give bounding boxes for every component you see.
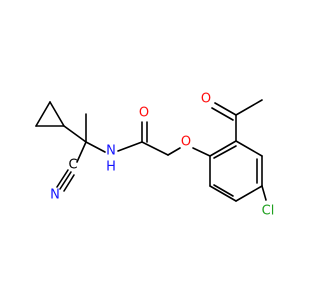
atom-amide-oxygen: O	[139, 106, 149, 121]
bond-ring-2	[235, 140, 263, 157]
atom-amide-nitrogen: N	[106, 144, 116, 159]
bond-nh-carbonyl	[117, 141, 143, 152]
bond-ring-1	[209, 140, 237, 157]
atom-labels: O O O N H C N Cl	[50, 92, 274, 219]
bond-ring-inner-3	[213, 184, 234, 197]
bond-ch2-ether-o	[167, 147, 181, 156]
bond-cyclopropyl-2	[49, 101, 65, 127]
bond-carbonyl-ch2	[141, 141, 169, 156]
bond-nitrile-triple-1	[59, 171, 72, 190]
atom-nitrile-nitrogen: N	[50, 188, 60, 203]
bond-nitrile-triple-2	[63, 174, 75, 192]
atom-nitrile-carbon: C	[68, 158, 77, 173]
bond-ether-o-ring	[192, 147, 211, 157]
bond-ring-4	[235, 185, 263, 202]
bond-ring-chlorine	[261, 185, 267, 201]
atom-acetyl-oxygen: O	[201, 92, 211, 107]
bond-acetyl-methyl	[235, 99, 263, 116]
molecule-structure: O O O N H C N Cl	[35, 92, 274, 219]
bond-ring-5	[209, 185, 237, 202]
bond-ring-inner-1	[213, 145, 237, 159]
bond-acetyl-double-1	[214, 102, 237, 116]
bond-acetyl-double-2	[211, 107, 234, 121]
bond-nitrile-triple-3	[56, 169, 69, 188]
atom-chlorine: Cl	[262, 204, 275, 219]
bond-quaternary-nitrile-c	[76, 141, 87, 163]
atom-amide-hydrogen: H	[106, 160, 116, 175]
atom-ether-oxygen: O	[181, 135, 191, 150]
bond-quaternary-nh	[85, 141, 106, 153]
bonds	[35, 99, 267, 202]
bond-cyclopropyl-1	[35, 101, 51, 127]
bond-cyclopropyl-quaternary	[63, 125, 87, 143]
